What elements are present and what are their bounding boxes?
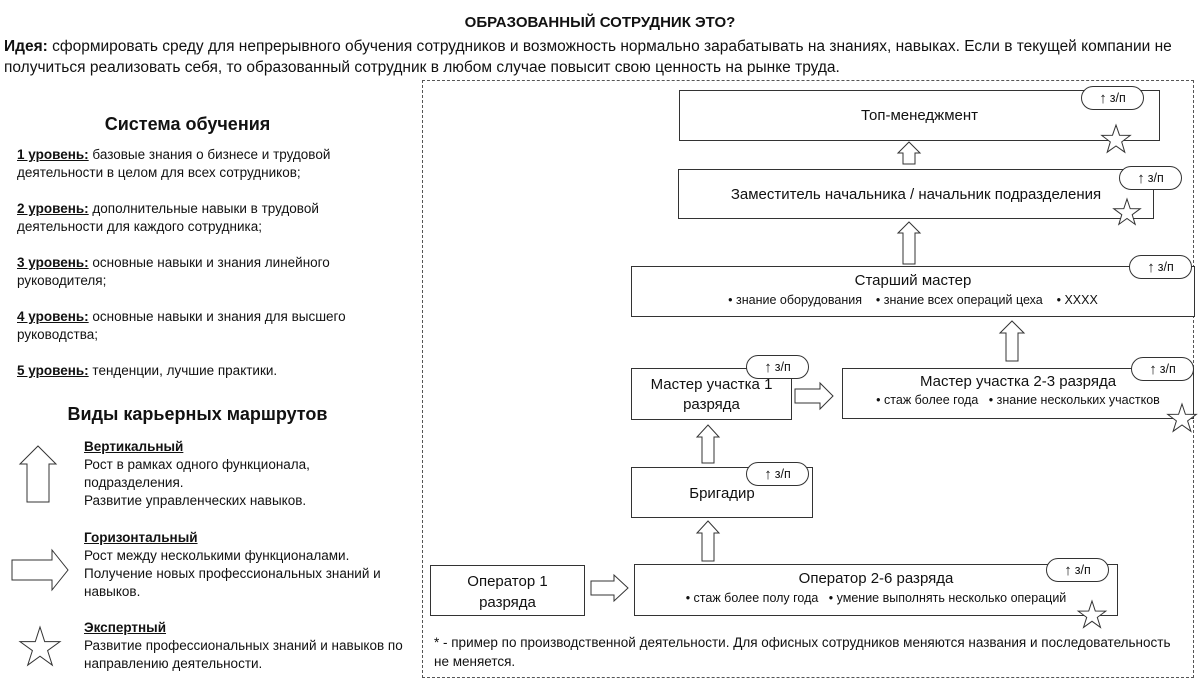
level-3: 3 уровень: основные навыки и знания лине…: [17, 255, 330, 288]
level-5: 5 уровень: тенденции, лучшие практики.: [17, 363, 278, 378]
position-senior-master: Старший мастер • знание оборудования • з…: [631, 266, 1195, 317]
level-2: 2 уровень: дополнительные навыки в трудо…: [17, 201, 319, 234]
position-top-management: Топ-менеджмент: [679, 90, 1160, 141]
position-master-2-3: Мастер участка 2-3 разряда • стаж более …: [842, 368, 1194, 419]
footnote: * - пример по производственной деятельно…: [434, 635, 1171, 669]
up-arrow-icon: ↑: [1064, 561, 1072, 579]
idea-text: Идея: сформировать среду для непрерывног…: [4, 36, 1196, 78]
up-arrow-icon: ↑: [764, 358, 772, 376]
up-arrow-icon: ↑: [1099, 89, 1107, 107]
salary-badge: ↑з/п: [1129, 255, 1192, 279]
position-operator-2-6: Оператор 2-6 разряда • стаж более полу г…: [634, 564, 1118, 616]
salary-badge: ↑з/п: [1131, 357, 1194, 381]
level-4: 4 уровень: основные навыки и знания для …: [17, 309, 346, 342]
up-arrow-icon: ↑: [1147, 258, 1155, 276]
salary-badge: ↑з/п: [1119, 166, 1182, 190]
salary-badge: ↑з/п: [1046, 558, 1109, 582]
career-heading: Виды карьерных маршрутов: [67, 404, 328, 424]
idea-body: сформировать среду для непрерывного обуч…: [4, 38, 1172, 76]
star-icon: [18, 625, 62, 667]
page-title: ОБРАЗОВАННЫЙ СОТРУДНИК ЭТО?: [464, 14, 736, 31]
position-operator-1: Оператор 1 разряда: [430, 565, 585, 616]
salary-badge: ↑з/п: [746, 355, 809, 379]
right-arrow-icon: [11, 548, 69, 592]
position-deputy-head: Заместитель начальника / начальник подра…: [678, 169, 1154, 219]
master23-bullets: • стаж более года • знание нескольких уч…: [876, 393, 1160, 407]
up-arrow-icon: ↑: [1137, 169, 1145, 187]
salary-badge: ↑з/п: [1081, 86, 1144, 110]
idea-label: Идея:: [4, 38, 48, 55]
level-1: 1 уровень: базовые знания о бизнесе и тр…: [17, 147, 331, 180]
training-heading: Система обучения: [104, 114, 271, 134]
operator26-bullets: • стаж более полу года • умение выполнят…: [685, 591, 1067, 605]
up-arrow-icon: [18, 445, 58, 503]
up-arrow-icon: ↑: [1149, 360, 1157, 378]
senior-bullets: • знание оборудования • знание всех опер…: [728, 293, 1098, 307]
up-arrow-icon: ↑: [764, 465, 772, 483]
position-master-1: Мастер участка 1 разряда: [631, 368, 792, 420]
salary-badge: ↑з/п: [746, 462, 809, 486]
